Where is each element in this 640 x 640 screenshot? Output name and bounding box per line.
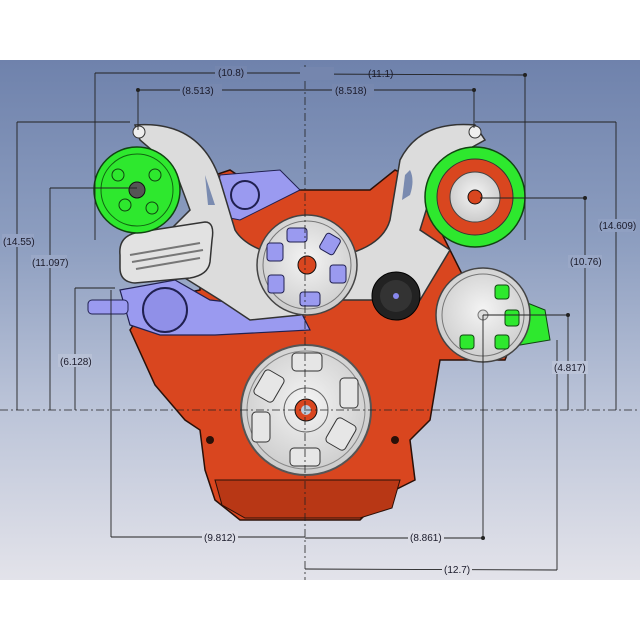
idler-pulley [371, 271, 421, 321]
dim-top-left-inner: (8.513) [182, 86, 214, 97]
dim-left-inner-height: (11.097) [32, 258, 69, 269]
belt-guard-cover [119, 221, 214, 284]
dim-bottom-far-right: (12.7) [444, 565, 470, 576]
ac-compressor [93, 146, 181, 234]
engine-drawing: (10.8) (11.1) (8.513) (8.518) (14.55) (1… [0, 65, 640, 580]
accessory-bracket [132, 123, 487, 321]
dim-right-lower-height: (4.817) [554, 363, 586, 374]
dimension-endpoints [136, 73, 587, 540]
centerlines [0, 65, 640, 580]
alternator [424, 146, 526, 248]
dim-left-inlet-height: (6.128) [60, 357, 92, 368]
dimension-labels: (10.8) (11.1) (8.513) (8.518) (14.55) (1… [2, 66, 636, 576]
dim-right-inner-height: (10.76) [570, 257, 602, 268]
dim-left-outer-height: (14.55) [3, 237, 35, 248]
water-pump-housing [87, 169, 311, 336]
dim-bottom-left: (9.812) [204, 533, 236, 544]
dim-bottom-right: (8.861) [410, 533, 442, 544]
water-pump-pulley [256, 214, 358, 316]
dim-top-right-outer: (11.1) [368, 69, 393, 80]
drawing-canvas: (10.8) (11.1) (8.513) (8.518) (14.55) (1… [0, 60, 640, 580]
dim-right-outer-height: (14.609) [599, 221, 636, 232]
dim-top-left-outer: (10.8) [218, 68, 244, 79]
dim-top-right-inner: (8.518) [335, 86, 367, 97]
